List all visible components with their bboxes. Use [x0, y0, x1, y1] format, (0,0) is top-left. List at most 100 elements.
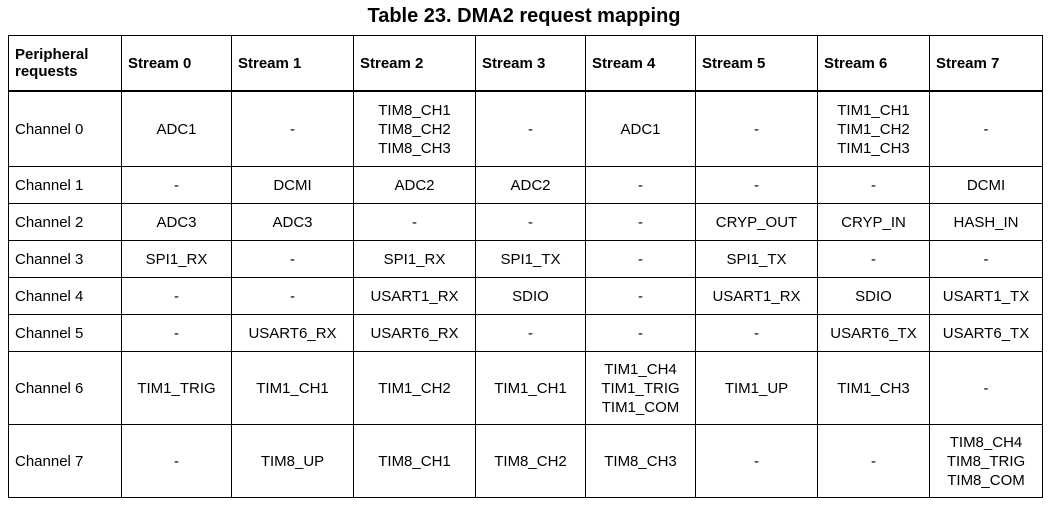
table-cell: - [121, 277, 232, 315]
table-cell: SPI1_TX [695, 240, 818, 278]
table-cell: - [695, 166, 818, 204]
row-label: Channel 3 [8, 240, 122, 278]
cell-text: - [290, 287, 295, 305]
cell-text: TIM8_CH3 [378, 139, 451, 157]
table-cell: - [121, 314, 232, 352]
row-label: Channel 0 [8, 90, 122, 167]
cell-text: ADC2 [510, 176, 551, 194]
cell-text: TIM1_TRIG [601, 379, 680, 397]
cell-text: - [754, 452, 759, 470]
table-cell: TIM1_TRIG [121, 351, 232, 425]
cell-text: - [638, 250, 643, 268]
table-cell: SDIO [817, 277, 930, 315]
cell-text: TIM1_TRIG [137, 379, 216, 397]
table-cell: - [929, 240, 1043, 278]
cell-text: USART1_RX [712, 287, 801, 305]
table-cell: TIM1_CH1 [231, 351, 354, 425]
cell-text: TIM1_CH2 [378, 379, 451, 397]
cell-text: TIM1_CH3 [837, 139, 910, 157]
cell-text: TIM1_CH2 [837, 120, 910, 138]
cell-text: TIM1_COM [601, 398, 680, 416]
cell-text: ADC3 [272, 213, 313, 231]
cell-text: - [174, 324, 179, 342]
table-cell: USART6_RX [353, 314, 476, 352]
cell-text: - [174, 452, 179, 470]
cell-text: SDIO [855, 287, 892, 305]
cell-text: - [174, 287, 179, 305]
table-cell: - [585, 314, 696, 352]
cell-text: - [871, 452, 876, 470]
table-cell: - [695, 424, 818, 498]
cell-text: ADC3 [156, 213, 197, 231]
table-cell: USART1_RX [353, 277, 476, 315]
cell-text: CRYP_OUT [715, 213, 798, 231]
table-cell: SDIO [475, 277, 586, 315]
table-cell: ADC3 [231, 203, 354, 241]
cell-text: TIM8_CH2 [494, 452, 567, 470]
row-label: Channel 2 [8, 203, 122, 241]
header-stream-6: Stream 6 [817, 35, 930, 92]
cell-text: SPI1_RX [383, 250, 446, 268]
table-cell: TIM1_CH2 [353, 351, 476, 425]
cell-text: - [638, 324, 643, 342]
table-cell: ADC3 [121, 203, 232, 241]
cell-text: TIM8_CH2 [378, 120, 451, 138]
row-label: Channel 5 [8, 314, 122, 352]
cell-text: - [174, 176, 179, 194]
table-cell: - [695, 314, 818, 352]
cell-text: ADC2 [394, 176, 435, 194]
table-cell: - [929, 90, 1043, 167]
table-cell: TIM1_CH1 [475, 351, 586, 425]
table-cell: - [585, 203, 696, 241]
cell-text: TIM1_CH1 [494, 379, 567, 397]
cell-text: - [528, 213, 533, 231]
header-stream-3: Stream 3 [475, 35, 586, 92]
table-cell: ADC1 [121, 90, 232, 167]
cell-text: TIM8_COM [947, 471, 1025, 489]
table-cell: CRYP_OUT [695, 203, 818, 241]
cell-text: TIM1_CH3 [837, 379, 910, 397]
cell-text: SPI1_RX [145, 250, 208, 268]
table-cell: TIM8_CH2 [475, 424, 586, 498]
table-cell: SPI1_RX [353, 240, 476, 278]
table-cell: - [585, 277, 696, 315]
table-cell: USART1_RX [695, 277, 818, 315]
cell-text: - [983, 379, 989, 397]
cell-text: - [754, 176, 759, 194]
table-header: Peripheral requests Stream 0 Stream 1 St… [8, 35, 1043, 92]
cell-text: TIM8_CH4 [949, 433, 1023, 451]
table-cell: - [929, 351, 1043, 425]
table-cell: CRYP_IN [817, 203, 930, 241]
table-cell: - [475, 314, 586, 352]
cell-text: TIM8_CH1 [378, 101, 451, 119]
header-stream-5: Stream 5 [695, 35, 818, 92]
cell-text: HASH_IN [953, 213, 1019, 231]
cell-text: USART1_TX [942, 287, 1030, 305]
cell-text: - [290, 250, 295, 268]
table-cell: USART1_TX [929, 277, 1043, 315]
cell-text: DCMI [273, 176, 312, 194]
table-cell: - [121, 424, 232, 498]
table-cell: SPI1_TX [475, 240, 586, 278]
table-cell: - [475, 203, 586, 241]
table-cell: ADC1 [585, 90, 696, 167]
table-cell: - [695, 90, 818, 167]
table-cell: ADC2 [475, 166, 586, 204]
row-label: Channel 7 [8, 424, 122, 498]
table-cell: ADC2 [353, 166, 476, 204]
cell-text: USART6_TX [942, 324, 1030, 342]
cell-text: ADC1 [156, 120, 197, 138]
cell-text: SDIO [512, 287, 549, 305]
cell-text: - [638, 287, 643, 305]
table-cell: HASH_IN [929, 203, 1043, 241]
table-cell: TIM8_CH1 [353, 424, 476, 498]
cell-text: - [983, 120, 989, 138]
table-cell: - [817, 424, 930, 498]
table-cell: - [231, 240, 354, 278]
table-row: Channel 3 SPI1_RX - SPI1_RX SPI1_TX - SPI1_TX -… [8, 240, 1043, 278]
